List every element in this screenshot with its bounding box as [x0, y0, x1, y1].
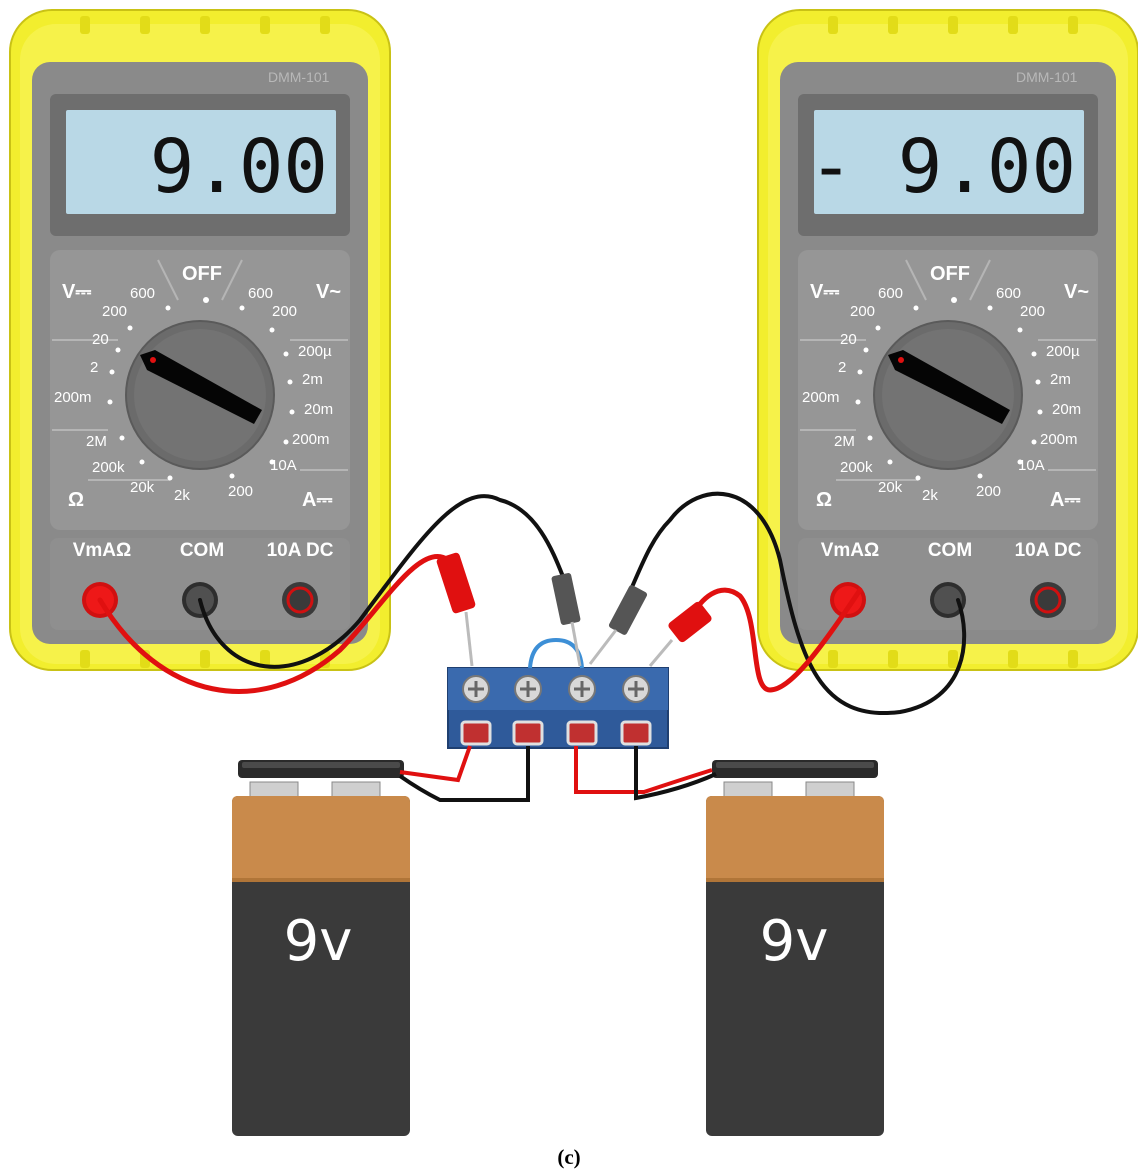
range-ohm-20k: 20k	[878, 479, 903, 496]
range-ohm-2m: 2M	[834, 433, 855, 450]
range-dcv-200: 200	[850, 303, 875, 320]
range-ohm-200k: 200k	[840, 459, 873, 476]
jack-label-10a: 10A DC	[267, 540, 334, 561]
range-dcv-2: 2	[90, 359, 98, 376]
range-ohm-2k: 2k	[174, 487, 190, 504]
range-dcv-20: 20	[840, 331, 857, 348]
range-dcv-600: 600	[130, 285, 155, 302]
range-ohm-2m: 2M	[86, 433, 107, 450]
ohm-label: Ω	[68, 489, 84, 511]
range-a-20m: 20m	[1052, 401, 1081, 418]
ac-volts-label: V~	[316, 281, 341, 303]
battery-left: 9v	[232, 760, 410, 1136]
range-dcv-200m: 200m	[54, 389, 92, 406]
range-dcv-200: 200	[102, 303, 127, 320]
ohm-label: Ω	[816, 489, 832, 511]
meter-model-label: DMM-101	[268, 69, 330, 85]
meter-model-label: DMM-101	[1016, 69, 1078, 85]
range-ohm-200k: 200k	[92, 459, 125, 476]
range-a-2m: 2m	[302, 371, 323, 388]
range-acv-200: 200	[1020, 303, 1045, 320]
range-ohm-2k: 2k	[922, 487, 938, 504]
jack-label-10a: 10A DC	[1015, 540, 1082, 561]
meter-reading: 9.00	[150, 124, 328, 210]
range-a-200m: 200m	[1040, 431, 1078, 448]
meter-reading: - 9.00	[809, 124, 1076, 210]
dc-amps-label: A⎓	[1050, 489, 1080, 511]
range-a-200m: 200m	[292, 431, 330, 448]
jack-label-com: COM	[928, 540, 972, 561]
range-a-10a: 10A	[1018, 457, 1045, 474]
battery-label: 9v	[760, 909, 829, 974]
dc-amps-label: A⎓	[302, 489, 332, 511]
range-ohm-20k: 20k	[130, 479, 155, 496]
range-dcv-2: 2	[838, 359, 846, 376]
off-label: OFF	[930, 263, 970, 285]
ac-volts-label: V~	[1064, 281, 1089, 303]
dc-volts-label: V⎓	[62, 281, 91, 303]
off-label: OFF	[182, 263, 222, 285]
figure-caption: (c)	[557, 1145, 580, 1169]
range-a-200u: 200µ	[1046, 343, 1080, 360]
range-a-2m: 2m	[1050, 371, 1071, 388]
jack-label-vma: VmAΩ	[821, 540, 880, 561]
multimeter-right: DMM-101 - 9.00 OFF V⎓ V~ Ω A⎓ 600 200 20…	[758, 10, 1138, 670]
range-acv-600: 600	[248, 285, 273, 302]
range-dcv-600: 600	[878, 285, 903, 302]
jack-label-vma: VmAΩ	[73, 540, 132, 561]
battery-leads	[400, 746, 716, 800]
range-acv-200: 200	[272, 303, 297, 320]
range-acv-600: 600	[996, 285, 1021, 302]
range-a-20m: 20m	[304, 401, 333, 418]
range-ohm-200: 200	[228, 483, 253, 500]
range-ohm-200: 200	[976, 483, 1001, 500]
jack-label-com: COM	[180, 540, 224, 561]
terminal-block	[448, 640, 668, 748]
range-dcv-200m: 200m	[802, 389, 840, 406]
battery-right: 9v	[706, 760, 884, 1136]
battery-label: 9v	[284, 909, 353, 974]
range-a-10a: 10A	[270, 457, 297, 474]
multimeter-left: DMM-101 9.00 OFF V⎓ V~ Ω A⎓ 600 200 20 2…	[10, 10, 390, 670]
dc-volts-label: V⎓	[810, 281, 839, 303]
range-a-200u: 200µ	[298, 343, 332, 360]
range-dcv-20: 20	[92, 331, 109, 348]
